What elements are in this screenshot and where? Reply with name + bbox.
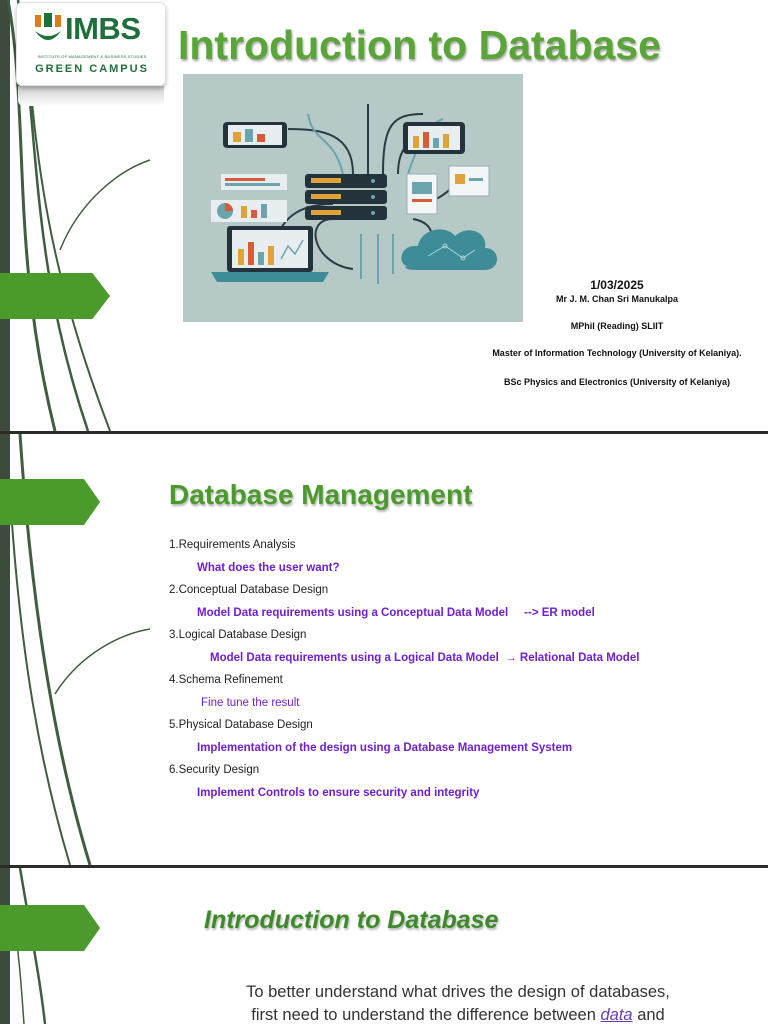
data-link[interactable]: data (600, 1006, 633, 1024)
step-4-desc: Fine tune the result (201, 696, 300, 709)
qualification-1: MPhil (Reading) SLIIT (570, 321, 664, 331)
step-5-desc: Implementation of the design using a Dat… (197, 741, 573, 754)
left-sidebar-stripe (0, 434, 10, 865)
left-sidebar-stripe (0, 0, 10, 431)
cloud-icon (401, 229, 497, 270)
laptop-icon (211, 226, 329, 282)
design-steps-list: 1.Requirements Analysis What does the us… (169, 538, 749, 808)
step-2-label: 2.Conceptual Database Design (169, 584, 329, 596)
qualification-3: BSc Physics and Electronics (University … (503, 377, 731, 387)
green-arrow-marker (0, 905, 100, 951)
presenter-name: Mr J. M. Chan Sri Manukalpa (555, 294, 679, 304)
logo-shadow-stripe (18, 86, 164, 106)
step-6-desc: Implement Controls to ensure security an… (197, 786, 480, 799)
server-rack-icon (305, 174, 387, 220)
body-line-1: To better understand what drives the des… (246, 983, 670, 1001)
imbs-logo: IMBS INSTITUTE OF MANAGEMENT & BUSINESS … (16, 2, 166, 86)
step-4-label: 4.Schema Refinement (169, 674, 283, 686)
logo-tagline: INSTITUTE OF MANAGEMENT & BUSINESS STUDI… (37, 54, 147, 59)
green-arrow-marker (0, 479, 100, 525)
database-illustration (183, 74, 523, 322)
step-3-label: 3.Logical Database Design (169, 629, 307, 641)
slide-title: Database Management (169, 479, 473, 510)
body-line-2: first need to understand the difference … (205, 1004, 711, 1024)
presenter-info: 1/03/2025 Mr J. M. Chan Sri Manukalpa MP… (492, 279, 742, 388)
smartphone-icon (223, 122, 287, 148)
leaf-logo-icon (35, 13, 61, 40)
slide-date: 1/03/2025 (590, 278, 644, 292)
logo-campus: GREEN CAMPUS (35, 63, 149, 75)
step-5-label: 5.Physical Database Design (169, 719, 313, 731)
body-line-2-start: first need to understand the difference … (251, 1006, 596, 1024)
step-6-label: 6.Security Design (169, 764, 260, 776)
smartphone-icon (403, 122, 465, 154)
green-arrow-marker (0, 273, 110, 319)
body-text: To better understand what drives the des… (205, 981, 711, 1024)
slide-title: Introduction to Database (178, 22, 661, 68)
qualification-2: Master of Information Technology (Univer… (492, 348, 742, 358)
slide-title: Introduction to Database (204, 906, 499, 934)
logo-name: IMBS (65, 11, 141, 46)
step-1-label: 1.Requirements Analysis (169, 539, 296, 551)
step-3-desc: Model Data requirements using a Logical … (210, 651, 640, 664)
step-2-desc: Model Data requirements using a Conceptu… (197, 606, 595, 619)
slide-1: IMBS INSTITUTE OF MANAGEMENT & BUSINESS … (0, 0, 768, 431)
slide-2: Database Management 1.Requirements Analy… (0, 434, 768, 865)
body-line-2-end: and (637, 1006, 665, 1024)
slide-3: Introduction to Database To better under… (0, 868, 768, 1024)
step-1-desc: What does the user want? (197, 561, 340, 574)
